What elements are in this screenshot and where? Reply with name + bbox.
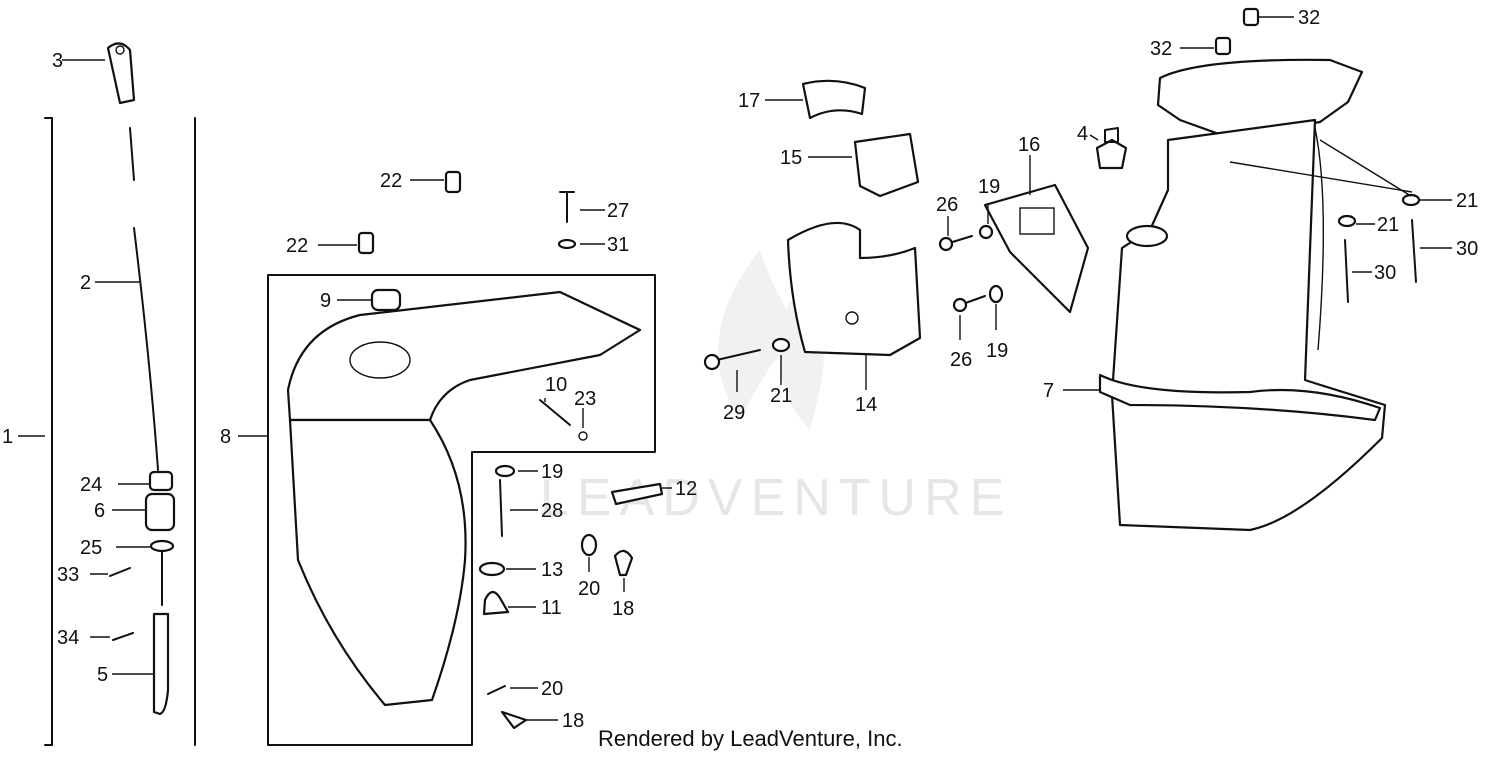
callout-20b: 20 — [541, 678, 563, 700]
callout-15: 15 — [780, 147, 802, 169]
callout-32a: 32 — [1298, 7, 1320, 29]
callout-18b: 18 — [562, 710, 584, 732]
callout-28: 28 — [541, 500, 563, 522]
callout-19b: 19 — [978, 176, 1000, 198]
callout-6: 6 — [94, 500, 105, 522]
callout-17: 17 — [738, 90, 760, 112]
callout-27: 27 — [607, 200, 629, 222]
callout-26b: 26 — [950, 349, 972, 371]
callout-26a: 26 — [936, 194, 958, 216]
callout-3: 3 — [52, 50, 63, 72]
callout-18a: 18 — [612, 598, 634, 620]
callout-13: 13 — [541, 559, 563, 581]
watermark-text: LEADVENTURE — [540, 469, 1012, 527]
shift-rod-assembly — [44, 42, 196, 746]
callout-30b: 30 — [1374, 262, 1396, 284]
callout-21c: 21 — [1456, 190, 1478, 212]
callout-32b: 32 — [1150, 38, 1172, 60]
callout-22a: 22 — [380, 170, 402, 192]
callout-19c: 19 — [986, 340, 1008, 362]
callout-8: 8 — [220, 426, 231, 448]
callout-5: 5 — [97, 664, 108, 686]
callout-23: 23 — [574, 388, 596, 410]
leader-lines — [18, 16, 1452, 721]
callout-33: 33 — [57, 564, 79, 586]
callout-1: 1 — [2, 426, 13, 448]
callout-11: 11 — [541, 597, 562, 619]
callout-25: 25 — [80, 537, 102, 559]
callout-30a: 30 — [1456, 238, 1478, 260]
callout-labels: 3 1 2 24 6 25 33 34 5 8 9 22 22 27 31 10… — [2, 7, 1478, 732]
callout-20a: 20 — [578, 578, 600, 600]
callout-31: 31 — [607, 234, 629, 256]
callout-24: 24 — [80, 474, 102, 496]
credit-text: Rendered by LeadVenture, Inc. — [598, 726, 903, 751]
bracket-assembly — [703, 79, 1128, 371]
callout-21a: 21 — [770, 385, 792, 407]
callout-7: 7 — [1043, 380, 1054, 402]
callout-12: 12 — [675, 478, 697, 500]
lower-unit-assembly — [267, 170, 664, 746]
callout-9: 9 — [320, 290, 331, 312]
callout-16: 16 — [1018, 134, 1040, 156]
callout-14: 14 — [855, 394, 877, 416]
callout-10: 10 — [545, 374, 567, 396]
callout-21b: 21 — [1377, 214, 1399, 236]
callout-22b: 22 — [286, 235, 308, 257]
callout-19a: 19 — [541, 461, 563, 483]
callout-4: 4 — [1077, 123, 1088, 145]
callout-29: 29 — [723, 402, 745, 424]
callout-34: 34 — [57, 627, 79, 649]
exhaust-housing-assembly — [1098, 7, 1421, 532]
callout-2: 2 — [80, 272, 91, 294]
